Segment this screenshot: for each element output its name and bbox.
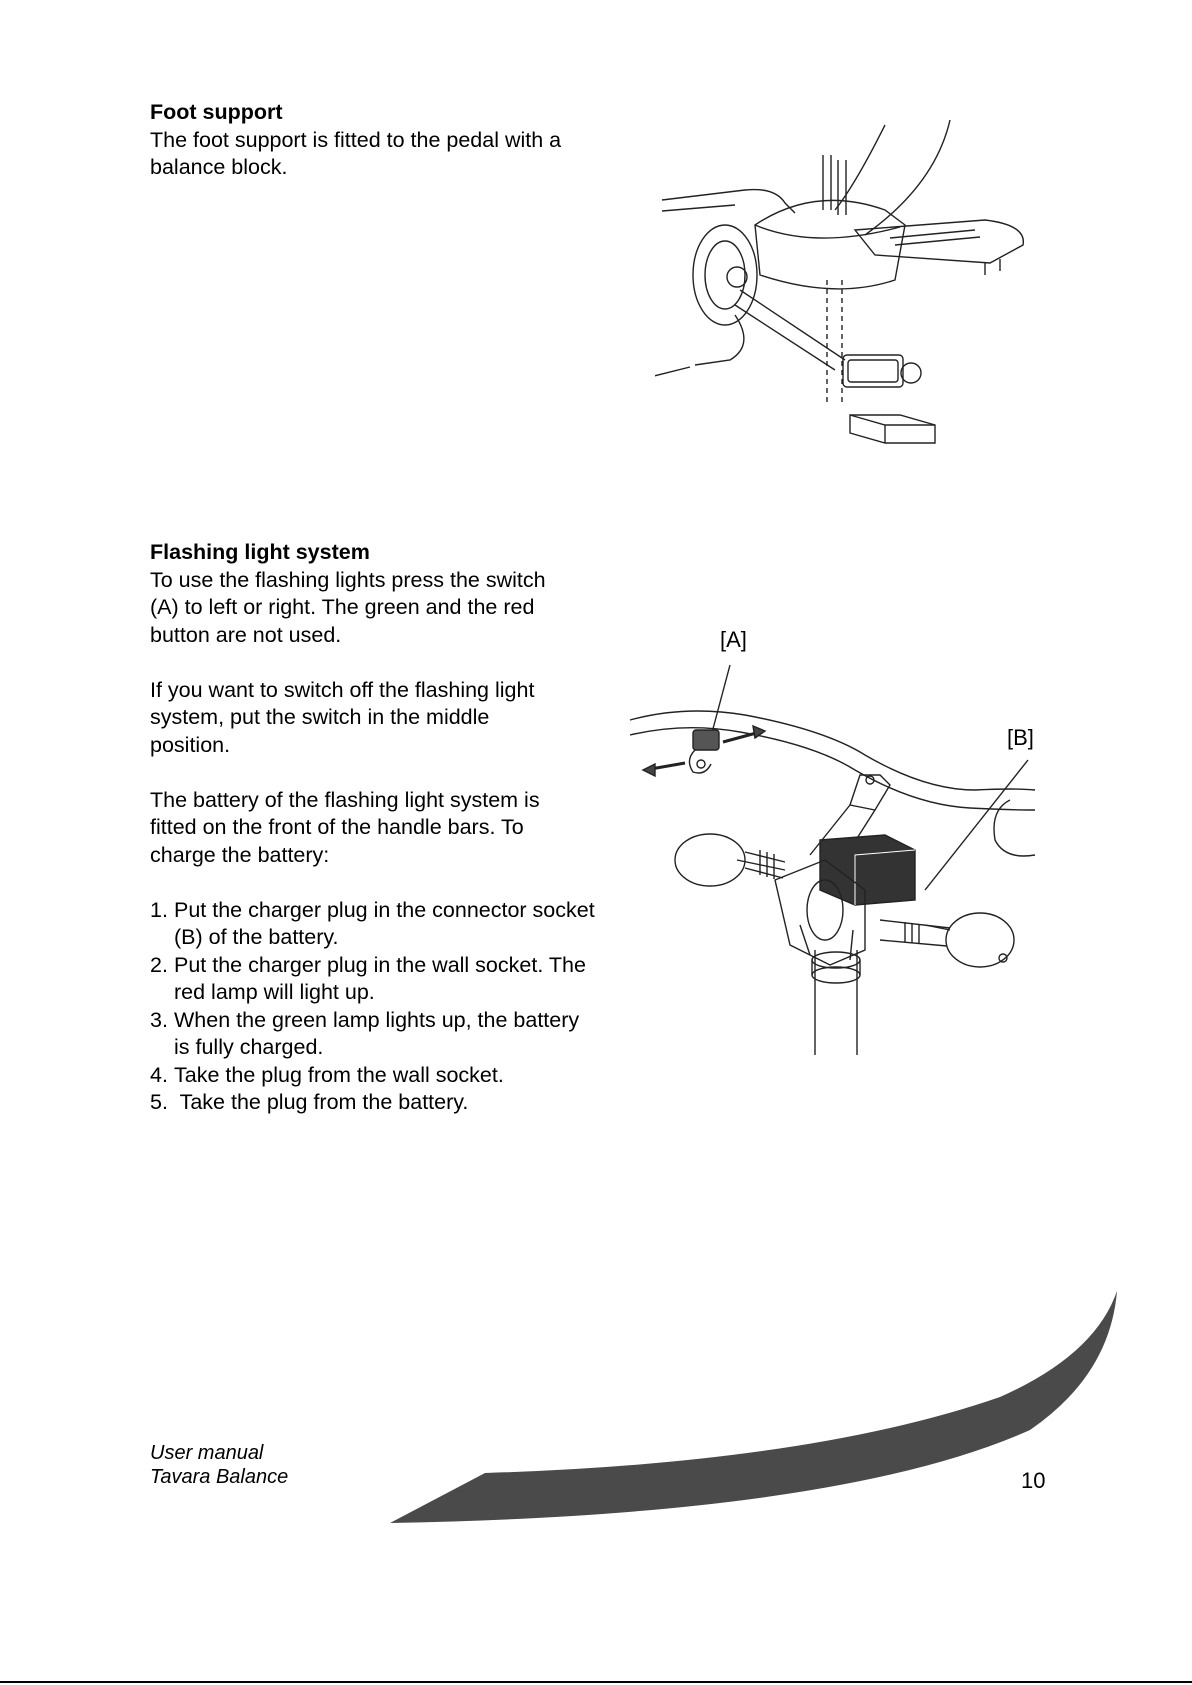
list-number: 2. [150,952,168,977]
decorative-swoosh [390,1291,1117,1523]
list-item-line: When the green lamp lights up, the batte… [174,1007,580,1032]
list-item: 4. Take the plug from the wall socket. [150,1062,650,1090]
foot-support-section: Foot support The foot support is fitted … [150,99,650,182]
list-number: 1. [150,897,168,922]
list-item: 2. Put the charger plug in the wall sock… [150,952,650,1007]
paragraph-line: system, put the switch in the middle [150,705,490,729]
list-item-line: Put the charger plug in the wall socket.… [174,952,586,977]
list-item: 5. Take the plug from the battery. [150,1089,650,1117]
paragraph-line: button are not used. [150,622,342,647]
section-heading: Flashing light system [150,540,370,564]
paragraph-line: The battery of the flashing light system… [150,787,540,812]
callout-label-b: [B] [1007,725,1034,750]
paragraph-line: To use the flashing lights press the swi… [150,567,546,592]
foot-support-illustration [655,119,1024,444]
list-item-line: Take the plug from the wall socket. [174,1062,504,1087]
list-number: 5. [150,1090,168,1114]
list-item-line: (B) of the battery. [174,925,339,949]
paragraph-line: The foot support is fitted to the pedal … [150,127,562,152]
charging-steps-list: 1. Put the charger plug in the connector… [150,897,650,1117]
list-item: 3. When the green lamp lights up, the ba… [150,1007,650,1062]
page-number: 10 [1021,1468,1046,1493]
bottom-border [0,1681,1192,1683]
flashing-light-section: Flashing light system To use the flashin… [150,539,650,1117]
list-item: 1. Put the charger plug in the connector… [150,897,650,952]
list-item-line: is fully charged. [174,1035,324,1059]
paragraph-line: charge the battery: [150,842,330,867]
footer-line: User manual [150,1442,264,1464]
footer-line: Tavara Balance [150,1466,289,1488]
footer-document-info: User manual Tavara Balance [150,1441,288,1489]
list-number: 3. [150,1007,168,1032]
handlebar-illustration [629,664,1036,1055]
paragraph-line: position. [150,732,231,757]
section-heading: Foot support [150,100,283,124]
list-item-line: red lamp will light up. [174,980,375,1004]
callout-label-a: [A] [720,627,747,652]
paragraph-line: fitted on the front of the handle bars. … [150,815,524,839]
list-number: 4. [150,1062,168,1087]
list-item-line: Take the plug from the battery. [174,1090,469,1114]
paragraph-line: If you want to switch off the flashing l… [150,677,535,702]
list-item-line: Put the charger plug in the connector so… [174,897,595,922]
paragraph-line: (A) to left or right. The green and the … [150,595,535,619]
paragraph-line: balance block. [150,155,288,179]
